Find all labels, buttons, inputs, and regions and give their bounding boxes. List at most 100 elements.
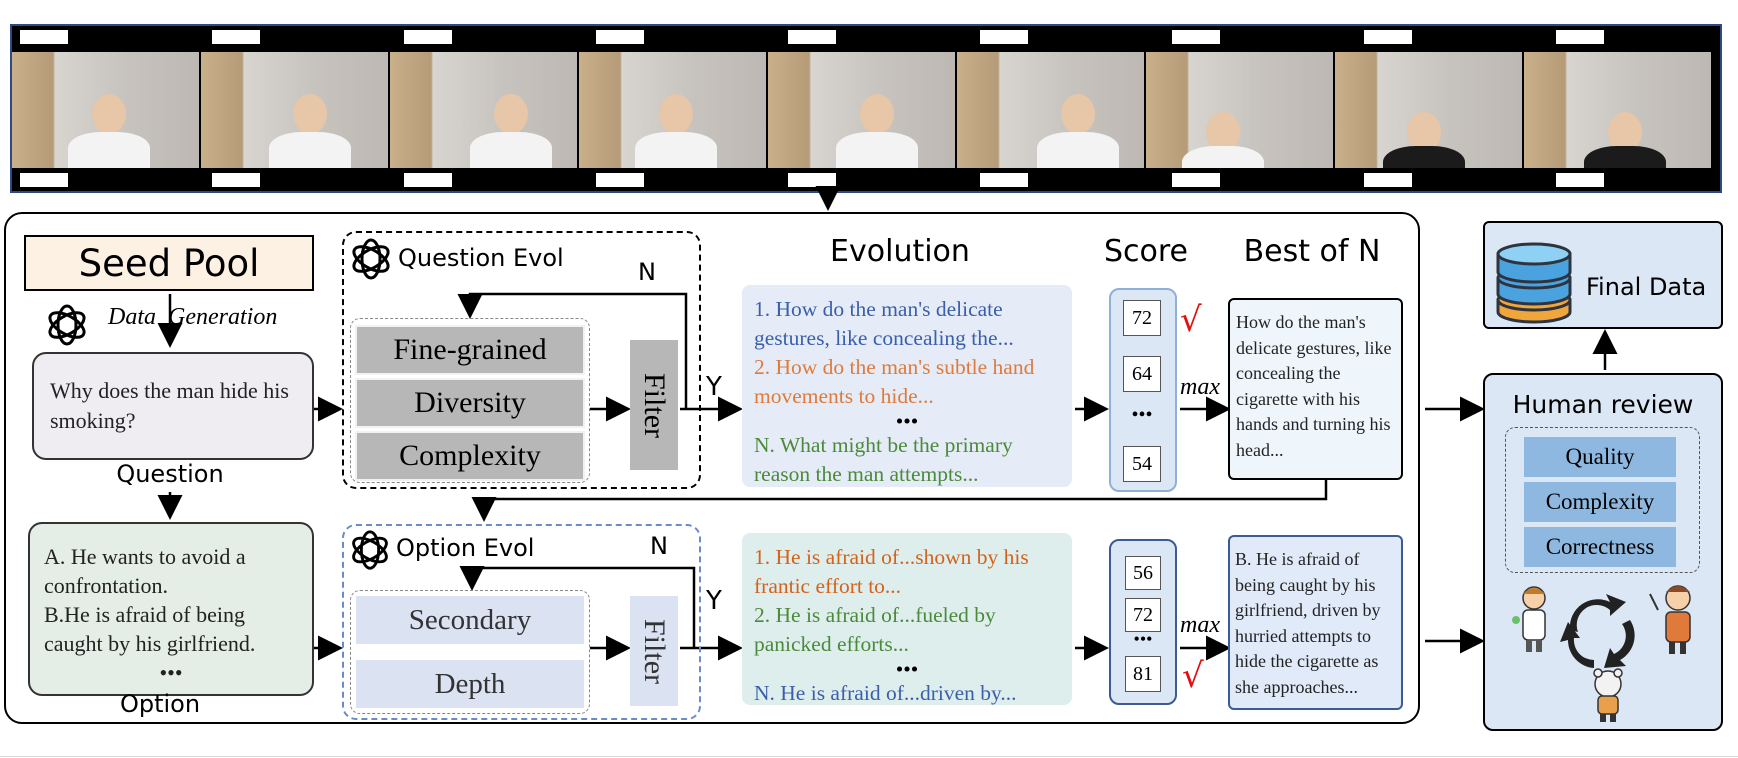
o-evolution-1: 1. He is afraid of...shown by his franti…	[754, 545, 1029, 598]
o-evolution-2: 2. He is afraid of...fueled by panicked …	[754, 603, 996, 656]
filter-label: Filter	[638, 618, 671, 684]
method-complexity: Complexity	[355, 431, 585, 481]
option-ellipsis: •••	[159, 660, 183, 685]
best-of-n-header: Best of N	[1243, 234, 1381, 269]
video-frame	[390, 52, 577, 168]
human-review-title: Human review	[1512, 390, 1694, 419]
video-frame	[12, 52, 199, 168]
video-film-strip	[10, 24, 1722, 193]
openai-logo-icon	[352, 238, 390, 280]
question-evol-box	[342, 231, 701, 489]
film-perforation	[1556, 30, 1604, 44]
option-label: Option	[119, 690, 201, 718]
question-filter: Filter	[630, 340, 678, 470]
n-label: N	[650, 532, 668, 560]
film-perforation	[788, 30, 836, 44]
y-label: Y	[706, 372, 722, 402]
question-evol-title: Question Evol	[398, 244, 564, 272]
teacher-icon	[1649, 585, 1691, 654]
q-evolution-ellipsis: •••	[895, 409, 919, 433]
method-fine-grained: Fine-grained	[355, 325, 585, 375]
video-frame	[1146, 52, 1333, 168]
best-option-text: B. He is afraid of being caught by his g…	[1235, 549, 1381, 697]
film-perforation	[404, 30, 452, 44]
video-frame	[768, 52, 955, 168]
film-perforation	[788, 173, 836, 187]
option-evol-box	[342, 524, 701, 720]
o-max-label: max	[1180, 612, 1220, 638]
film-perforation	[20, 173, 68, 187]
seed-pool-label: Seed Pool	[78, 241, 260, 285]
q-methods-group	[350, 318, 590, 483]
video-frame	[1335, 52, 1522, 168]
q-score-2: 64	[1123, 356, 1161, 392]
review-criteria-group	[1505, 427, 1700, 573]
film-perforation	[212, 173, 260, 187]
o-evolution-n: N. He is afraid of...driven by...	[754, 681, 1017, 705]
database-icon	[1496, 242, 1572, 324]
openai-logo-icon	[48, 304, 86, 346]
video-frame	[579, 52, 766, 168]
video-frame	[1524, 52, 1711, 168]
video-frame	[957, 52, 1144, 168]
film-perforation	[1556, 173, 1604, 187]
o-methods-group	[350, 590, 590, 714]
method-depth: Depth	[356, 660, 584, 708]
o-score-1: 56	[1125, 556, 1161, 590]
film-perforation	[1364, 173, 1412, 187]
o-score-n: 81	[1125, 656, 1161, 692]
pipeline-container	[4, 212, 1420, 724]
option-box: A. He wants to avoid a confrontation. B.…	[28, 522, 314, 696]
question-text: Why does the man hide his smoking?	[50, 378, 289, 433]
score-header: Score	[1103, 234, 1189, 269]
option-a: A. He wants to avoid a confrontation.	[44, 544, 246, 598]
video-frame	[201, 52, 388, 168]
film-perforation	[1172, 173, 1220, 187]
film-perforation	[20, 30, 68, 44]
method-secondary: Secondary	[356, 596, 584, 644]
q-score-ellipsis: •••	[1131, 404, 1153, 426]
o-check-icon: √	[1182, 656, 1204, 696]
q-evolution-1: 1. How do the man's delicate gestures, l…	[754, 297, 1014, 350]
review-correctness: Correctness	[1524, 527, 1676, 567]
q-score-n: 54	[1123, 446, 1161, 482]
n-label: N	[638, 258, 656, 286]
data-generation-label: Data Generation	[108, 304, 278, 330]
method-diversity: Diversity	[355, 378, 585, 428]
reviewers-illustration	[1512, 585, 1691, 722]
option-b: B.He is afraid of being caught by his gi…	[44, 602, 256, 656]
option-filter: Filter	[630, 596, 678, 706]
film-perforation	[596, 173, 644, 187]
scientist-icon	[1512, 586, 1546, 652]
option-evolution-box: 1. He is afraid of...shown by his franti…	[742, 533, 1072, 705]
y-label: Y	[706, 586, 722, 616]
question-evolution-box: 1. How do the man's delicate gestures, l…	[742, 285, 1072, 487]
film-perforation	[404, 173, 452, 187]
option-evol-title: Option Evol	[396, 534, 535, 562]
final-data-label: Final Data	[1586, 273, 1707, 301]
q-evolution-2: 2. How do the man's subtle hand movement…	[754, 355, 1035, 408]
best-option-box: B. He is afraid of being caught by his g…	[1228, 535, 1403, 710]
best-question-text: How do the man's delicate gestures, like…	[1236, 312, 1392, 460]
film-perforation	[980, 173, 1028, 187]
bottom-rule	[0, 756, 1738, 757]
review-complexity: Complexity	[1524, 482, 1676, 522]
openai-logo-icon	[352, 530, 388, 570]
q-score-1: 72	[1123, 300, 1161, 336]
q-check-icon: √	[1180, 300, 1202, 340]
o-score-2: 72	[1125, 598, 1161, 632]
film-perforation	[596, 30, 644, 44]
o-score-ellipsis: •••	[1133, 629, 1153, 649]
film-perforation	[1172, 30, 1220, 44]
question-label: Question	[116, 460, 224, 488]
seed-pool-box: Seed Pool	[24, 235, 314, 291]
q-max-label: max	[1180, 374, 1220, 400]
bear-reviewer-icon	[1593, 668, 1623, 722]
film-perforation	[980, 30, 1028, 44]
q-evolution-n: N. What might be the primary reason the …	[754, 433, 1013, 486]
film-perforation	[1364, 30, 1412, 44]
review-quality: Quality	[1524, 437, 1676, 477]
question-box: Why does the man hide his smoking?	[32, 352, 314, 460]
film-perforation	[212, 30, 260, 44]
